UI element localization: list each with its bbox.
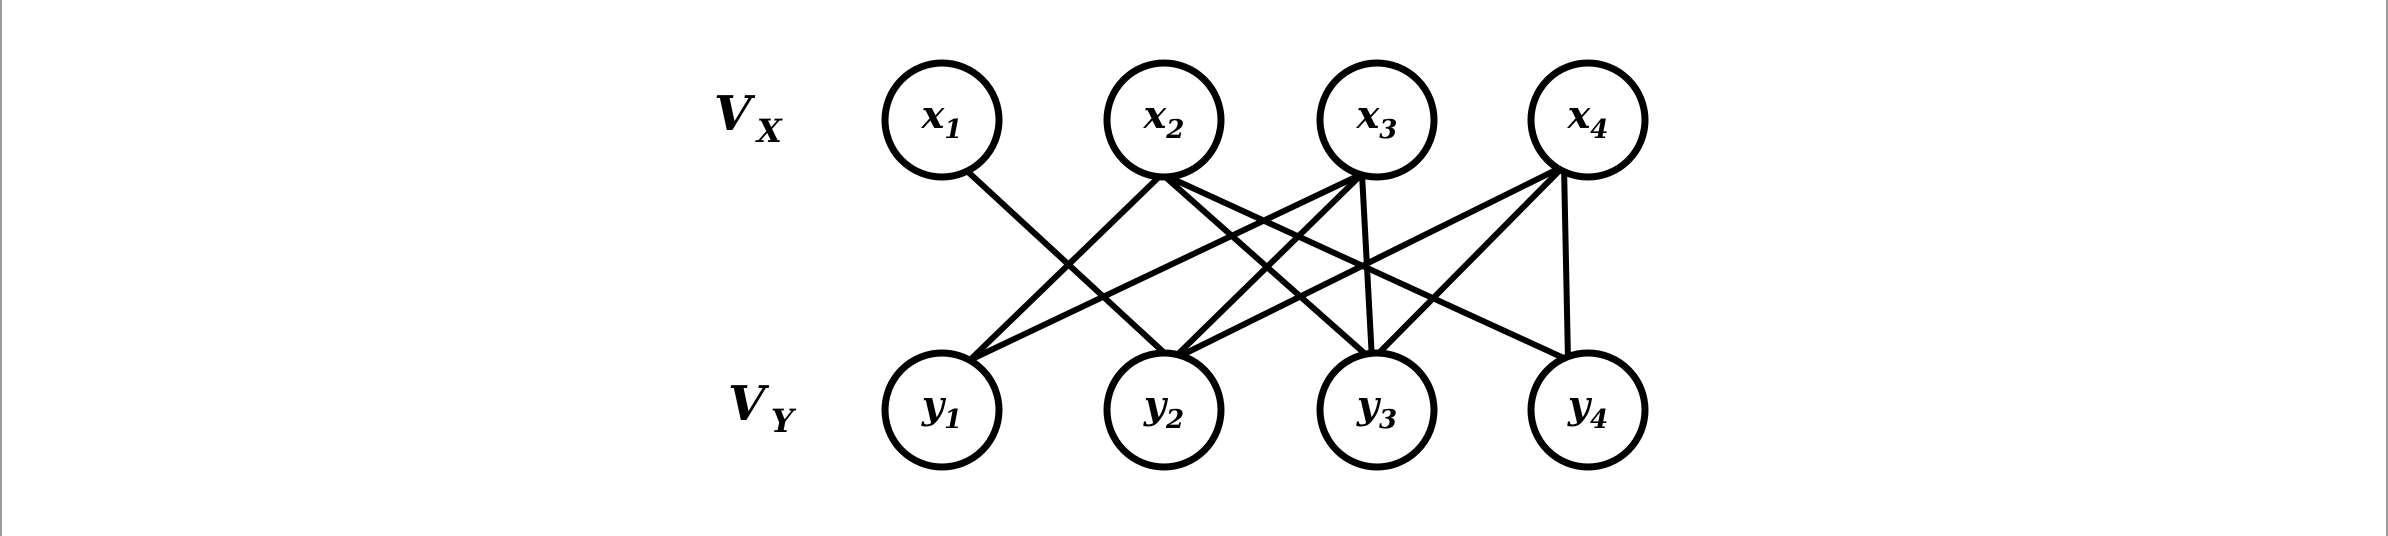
edges-layer xyxy=(963,163,1571,363)
node-label-x3-sub: 3 xyxy=(1379,115,1397,145)
node-circle-y4 xyxy=(1527,349,1649,471)
node-x2: x2 xyxy=(1103,59,1225,181)
set-label-bottom: V Y xyxy=(728,376,797,440)
node-circle-x2 xyxy=(1103,59,1225,181)
node-label-y2: y2 xyxy=(1143,382,1184,435)
node-label-x4: x4 xyxy=(1567,92,1609,145)
node-label-y1-main: y xyxy=(921,382,947,427)
set-label-top-main: V xyxy=(714,86,756,142)
set-label-top: V X xyxy=(714,86,783,150)
node-circle-x4 xyxy=(1527,59,1649,181)
node-label-x2-main: x xyxy=(1143,92,1168,137)
node-label-y2-main: y xyxy=(1143,382,1169,427)
node-label-y3-sub: 3 xyxy=(1379,405,1397,435)
node-x3: x3 xyxy=(1316,59,1438,181)
edge-x4-y3 xyxy=(1369,163,1567,363)
set-label-top-sub: X xyxy=(755,112,783,150)
node-label-x4-main: x xyxy=(1567,92,1592,137)
node-circle-y2 xyxy=(1103,349,1225,471)
edge-x2-y1 xyxy=(967,171,1165,363)
node-x1: x1 xyxy=(881,59,1003,181)
node-circle-y1 xyxy=(881,349,1003,471)
node-label-y3-main: y xyxy=(1356,382,1382,427)
node-label-x3-main: x xyxy=(1356,92,1381,137)
node-x4: x4 xyxy=(1527,59,1649,181)
node-circle-x1 xyxy=(881,59,1003,181)
nodes-layer: x1 x2 x3 x4 xyxy=(881,59,1649,471)
edge-x3-y2 xyxy=(1169,171,1365,363)
node-y4: y4 xyxy=(1527,349,1649,471)
node-label-x1: x1 xyxy=(921,92,963,145)
node-label-x4-sub: 4 xyxy=(1590,115,1608,145)
node-label-x3: x3 xyxy=(1356,92,1398,145)
node-label-x1-sub: 1 xyxy=(944,115,962,145)
edge-x4-y4 xyxy=(1561,163,1571,363)
node-label-y1-sub: 1 xyxy=(944,405,962,435)
node-label-y2-sub: 2 xyxy=(1165,405,1184,435)
set-labels-layer: V X V Y xyxy=(714,86,797,440)
node-label-x1-main: x xyxy=(921,92,946,137)
node-label-y4-main: y xyxy=(1567,382,1593,427)
node-circle-x3 xyxy=(1316,59,1438,181)
set-label-bottom-main: V xyxy=(728,376,770,432)
node-circle-y3 xyxy=(1316,349,1438,471)
node-label-x2: x2 xyxy=(1143,92,1185,145)
node-label-y1: y1 xyxy=(921,382,962,435)
node-y2: y2 xyxy=(1103,349,1225,471)
node-y3: y3 xyxy=(1316,349,1438,471)
node-label-x2-sub: 2 xyxy=(1165,115,1184,145)
node-label-y4-sub: 4 xyxy=(1590,405,1608,435)
node-label-y3: y3 xyxy=(1356,382,1397,435)
node-y1: y1 xyxy=(881,349,1003,471)
node-label-y4: y4 xyxy=(1567,382,1608,435)
edge-x3-y3 xyxy=(1359,171,1375,363)
edge-x3-y1 xyxy=(967,171,1365,363)
edge-x4-y2 xyxy=(1169,163,1567,363)
set-label-bottom-sub: Y xyxy=(771,402,797,440)
